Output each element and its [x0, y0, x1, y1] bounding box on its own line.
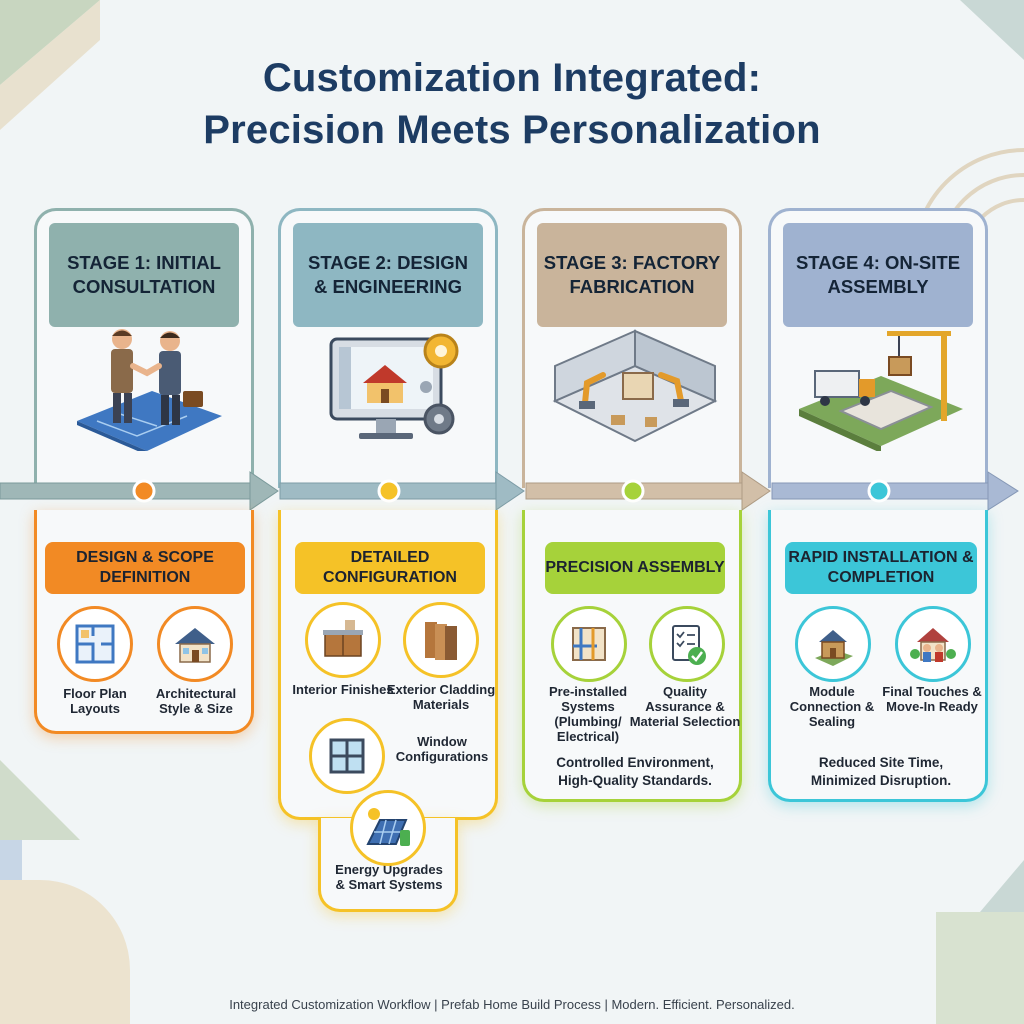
stage-2-item-2-label: Exterior Cladding Materials [386, 682, 496, 712]
stage-1-item-1-label: Floor Plan Layouts [63, 686, 127, 716]
stage-3-item-1-label: Pre-installed Systems (Plumbing/ Electri… [548, 684, 628, 744]
stage-2-item-1-label: Interior Finishes [292, 682, 394, 697]
stage-3-heading: STAGE 3: FACTORY FABRICATION [537, 223, 727, 327]
stage-1-card: STAGE 1: INITIAL CONSULTATION [34, 208, 254, 488]
process-timeline [0, 471, 1019, 511]
stage-4-badge: RAPID INSTALLATION & COMPLETION [785, 542, 977, 594]
checklist-icon [649, 606, 725, 682]
timeline-dot-1 [132, 479, 156, 503]
module-house-icon [795, 606, 871, 682]
solar-panel-icon [350, 790, 426, 866]
stage-2-item-4-label: Energy Upgrades & Smart Systems [335, 862, 443, 892]
stage-1-heading: STAGE 1: INITIAL CONSULTATION [49, 223, 239, 327]
stage-4-heading: STAGE 4: ON-SITE ASSEMBLY [783, 223, 973, 327]
stage-4-item-2-label: Final Touches & Move-In Ready [882, 684, 982, 714]
stage-4-details: RAPID INSTALLATION & COMPLETION Module C… [768, 510, 988, 802]
timeline-dot-4 [867, 479, 891, 503]
handshake-blueprint-icon [77, 329, 222, 451]
cladding-panels-icon [403, 602, 479, 678]
stage-2-heading: STAGE 2: DESIGN & ENGINEERING [293, 223, 483, 327]
timeline-arrow-4 [771, 471, 1019, 511]
kitchen-finishes-icon [305, 602, 381, 678]
stage-3-item-2-label: Quality Assurance & Material Selection [629, 684, 741, 729]
stage-2-item-3-label: Window Configurations [395, 734, 489, 764]
stage-3-badge: PRECISION ASSEMBLY [545, 542, 725, 594]
footer-caption: Integrated Customization Workflow | Pref… [229, 997, 795, 1012]
stage-1-badge: DESIGN & SCOPE DEFINITION [45, 542, 245, 594]
stage-3-details: PRECISION ASSEMBLY Pre-installed Systems… [522, 510, 742, 802]
stage-2-details: DETAILED CONFIGURATION Interior Finishes… [278, 510, 498, 820]
family-home-icon [895, 606, 971, 682]
stage-4-note: Reduced Site Time, Minimized Disruption. [810, 755, 952, 788]
house-style-icon [157, 606, 233, 682]
title-line-2: Precision Meets Personalization [203, 108, 821, 152]
window-icon [309, 718, 385, 794]
cad-computer-gears-icon [329, 333, 459, 439]
timeline-dot-3 [621, 479, 645, 503]
stage-2-card: STAGE 2: DESIGN & ENGINEERING [278, 208, 498, 488]
timeline-arrow-2 [279, 471, 525, 511]
timeline-dot-2 [377, 479, 401, 503]
page-title: Customization Integrated: Precision Meet… [0, 52, 1024, 156]
timeline-arrow-1 [0, 471, 279, 511]
crane-truck-site-icon [799, 331, 963, 451]
factory-robot-arms-icon [552, 329, 718, 443]
stage-1-item-2-label: Architectural Style & Size [155, 686, 237, 716]
wall-systems-icon [551, 606, 627, 682]
stage-2-badge: DETAILED CONFIGURATION [295, 542, 485, 594]
timeline-arrow-3 [525, 471, 771, 511]
floor-plan-icon [57, 606, 133, 682]
stage-1-details: DESIGN & SCOPE DEFINITION Floor Plan Lay… [34, 510, 254, 734]
stage-3-card: STAGE 3: FACTORY FABRICATION [522, 208, 742, 488]
title-line-1: Customization Integrated: [262, 56, 762, 100]
stage-3-note: Controlled Environment, High-Quality Sta… [556, 755, 714, 788]
stage-4-card: STAGE 4: ON-SITE ASSEMBLY [768, 208, 988, 488]
stage-4-item-1-label: Module Connection & Sealing [789, 684, 875, 729]
